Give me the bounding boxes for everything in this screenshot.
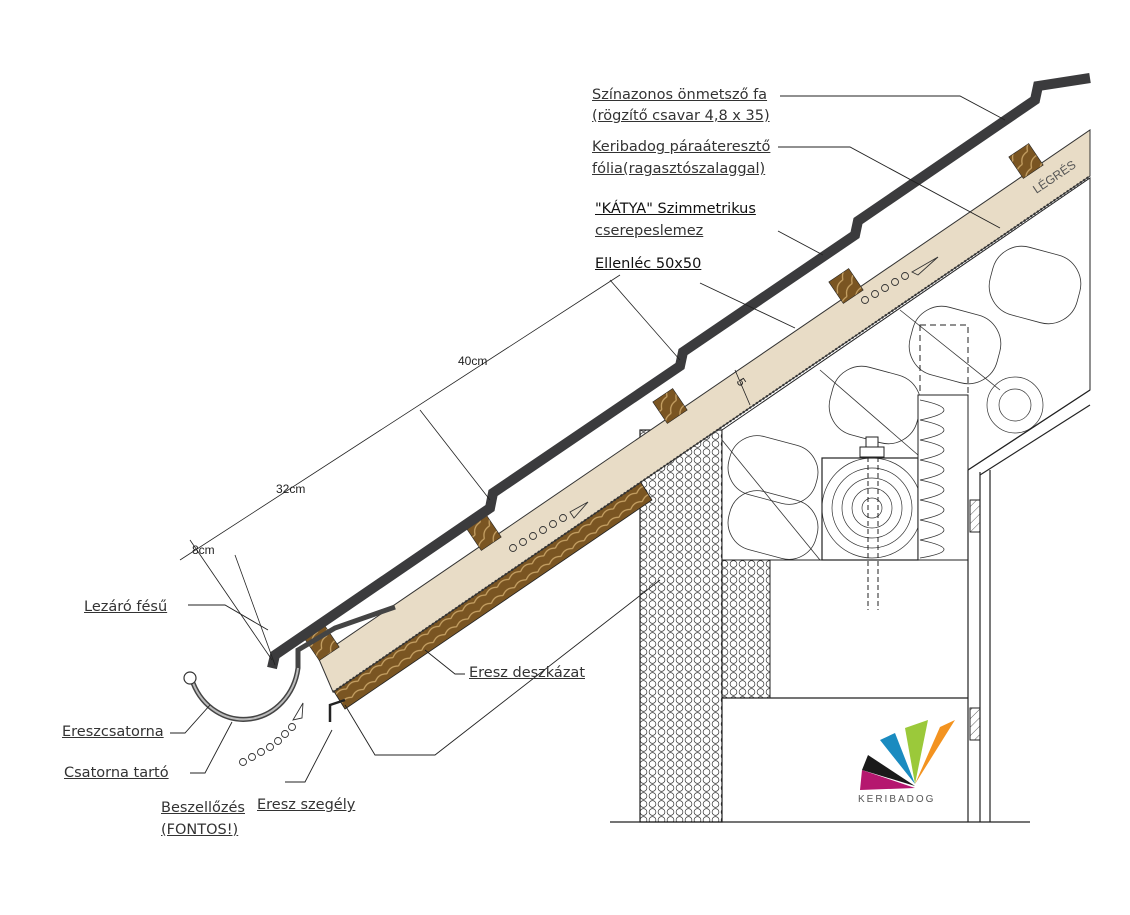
label-eaves-trim: Eresz szegély: [257, 797, 356, 813]
label-ventilation-important: (FONTOS!): [161, 822, 239, 838]
dimension-8cm: 8cm: [192, 543, 215, 557]
label-foil: Keribadog páraáteresztő: [592, 139, 771, 155]
label-counter-batten: Ellenléc 50x50: [595, 256, 702, 272]
post-insulation-pattern: [919, 399, 945, 559]
label-ventilation: Beszellőzés: [161, 800, 245, 816]
dashed-post-outline: [919, 324, 969, 401]
wall-hatched: [639, 429, 723, 823]
label-gutter: Ereszcsatorna: [62, 724, 164, 740]
label-comb: Lezáró fésű: [84, 599, 168, 615]
rafter-section: [986, 376, 1044, 434]
ventilation-flow: [239, 256, 939, 766]
breathable-membrane: [332, 175, 1091, 693]
label-sheet-type: cserepeslemez: [595, 223, 704, 239]
dimension-lines: [179, 274, 751, 666]
keribadog-logo: [860, 720, 955, 790]
leader-lines: [170, 95, 1006, 783]
label-sheet: "KÁTYA" Szimmetrikus: [595, 201, 756, 217]
label-screw: Színazonos önmetsző fa: [592, 87, 768, 103]
eaves-trim: [328, 698, 346, 722]
post-insulation: [917, 394, 969, 561]
label-gutter-bracket: Csatorna tartó: [64, 765, 169, 781]
logo-brand-text: KERIBADOG: [858, 794, 936, 805]
dimension-32cm: 32cm: [276, 482, 306, 496]
anchor-bolt: [859, 436, 885, 610]
lower-wall-hatched: [721, 559, 771, 699]
label-eaves-boarding: Eresz deszkázat: [469, 665, 585, 681]
dimension-40cm: 40cm: [458, 354, 488, 368]
label-screw-spec: (rögzítő csavar 4,8 x 35): [592, 108, 770, 124]
label-foil-tape: fólia(ragasztószalaggal): [592, 161, 766, 177]
katya-roof-sheet: [267, 73, 1091, 670]
